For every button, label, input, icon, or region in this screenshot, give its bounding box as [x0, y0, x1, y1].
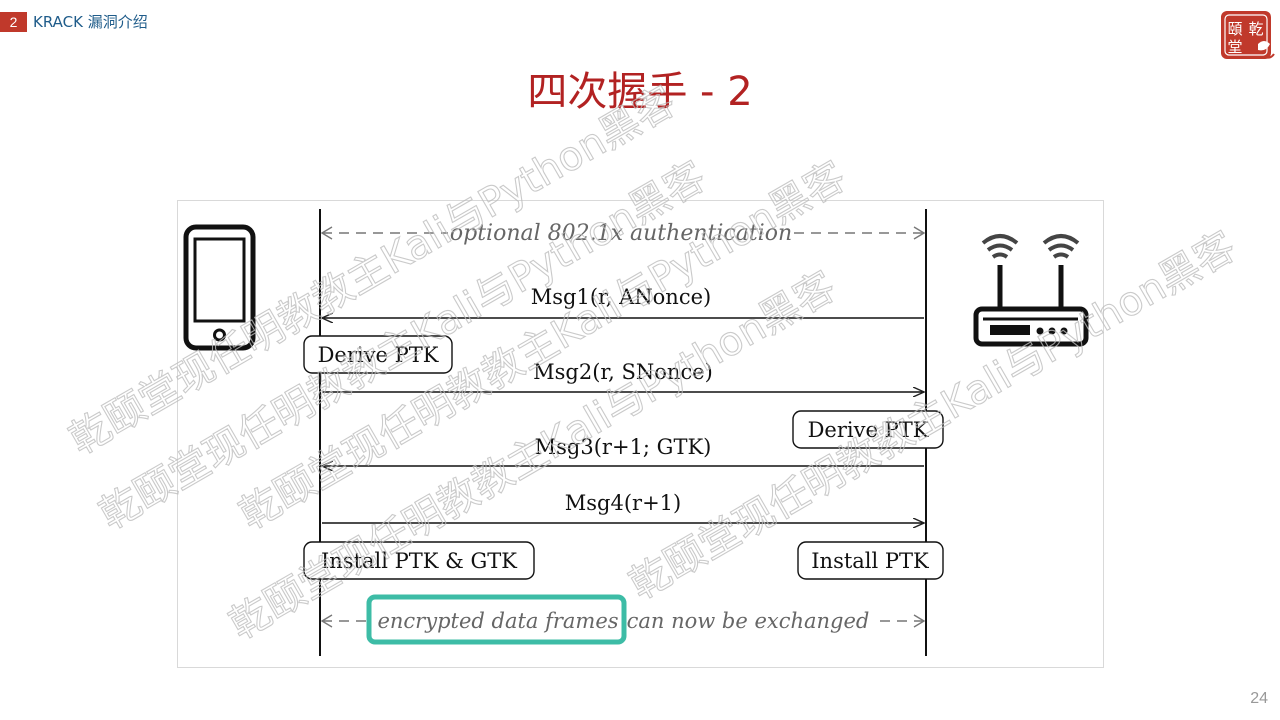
svg-text:頤: 頤	[1227, 20, 1242, 38]
handshake-diagram-frame: optional 802.1x authentication Msg1(r, A…	[177, 200, 1104, 668]
ap-install-label: Install PTK	[811, 549, 929, 573]
can-exchange-label: can now be exchanged	[627, 609, 870, 633]
section-title: KRACK 漏洞介绍	[33, 13, 148, 31]
client-derive-ptk-box	[303, 335, 453, 374]
encrypted-frames-highlight	[366, 594, 627, 645]
client-install-label: Install PTK & GTK	[321, 549, 517, 573]
ap-install-box	[797, 541, 944, 580]
section-number-badge: 2	[0, 12, 27, 32]
msg3-label: Msg3(r+1; GTK)	[535, 435, 712, 459]
optional-auth-label: optional 802.1x authentication	[450, 221, 792, 246]
encrypted-frames-label: encrypted data frames	[377, 609, 618, 633]
svg-text:乾: 乾	[1248, 20, 1263, 38]
page-number: 24	[1250, 690, 1268, 707]
ap-derive-ptk-box	[792, 410, 944, 449]
client-install-box	[303, 541, 535, 580]
seal-logo: 頤 乾 堂	[1221, 11, 1275, 59]
wifi-router-icon	[973, 234, 1089, 347]
msg1-label: Msg1(r, ANonce)	[531, 285, 711, 309]
msg4-label: Msg4(r+1)	[565, 491, 681, 515]
msg2-label: Msg2(r, SNonce)	[533, 360, 713, 384]
smartphone-icon	[183, 224, 256, 351]
slide-title: 四次握手 - 2	[527, 69, 753, 115]
client-derive-ptk-label: Derive PTK	[318, 343, 439, 367]
ap-derive-ptk-label: Derive PTK	[808, 418, 929, 442]
svg-text:堂: 堂	[1227, 38, 1242, 56]
four-way-handshake-diagram: optional 802.1x authentication Msg1(r, A…	[183, 209, 1089, 656]
